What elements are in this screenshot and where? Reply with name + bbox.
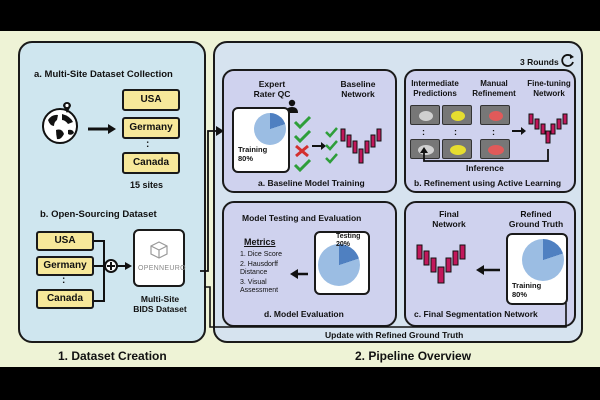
b-site-chip-usa: USA [36, 231, 94, 251]
figure-canvas: a. Multi-Site Dataset Collection USA Ger… [0, 31, 600, 367]
b-site-ellipsis: : [62, 275, 66, 286]
refined-training-pie [522, 239, 564, 281]
rounds-label: 3 Rounds [520, 57, 559, 67]
baseline-network-icon [340, 128, 382, 164]
scan-thumb-5 [442, 139, 472, 159]
metric-2: 2. Hausdorff Distance [240, 261, 279, 276]
evaluation-caption: d. Model Evaluation [264, 309, 344, 319]
refine-arrow-icon [512, 127, 526, 135]
thumb-ellipsis-1: : [422, 127, 425, 137]
metric-1: 1. Dice Score [240, 251, 283, 258]
intermediate-predictions-label: Intermediate Predictions [411, 79, 459, 98]
b-site-chip-canada: Canada [36, 289, 94, 309]
update-loop-arrow [204, 286, 567, 328]
scan-thumb-1 [410, 105, 440, 125]
evaluation-arrow-icon [290, 269, 308, 279]
metric-3: 3. Visual Assessment [240, 279, 279, 294]
bids-dataset-label: Multi-Site BIDS Dataset [133, 294, 187, 314]
globe-icon [42, 108, 78, 144]
refined-pie-label: Training 80% [512, 281, 542, 299]
finetuning-network-icon [528, 113, 568, 144]
evaluation-title: Model Testing and Evaluation [242, 213, 362, 223]
testing-pie [318, 244, 360, 286]
final-arrow-icon [476, 265, 500, 275]
scan-thumb-3 [480, 105, 510, 125]
section1-title: 1. Dataset Creation [58, 349, 167, 363]
active-learning-caption: b. Refinement using Active Learning [414, 178, 562, 188]
site-chip-canada: Canada [122, 152, 180, 174]
training-pie [254, 113, 286, 145]
refined-ground-truth-label: Refined Ground Truth [508, 209, 564, 229]
manual-refinement-label: Manual Refinement [472, 79, 516, 98]
sites-count: 15 sites [130, 180, 164, 190]
thumb-ellipsis-2: : [454, 127, 457, 137]
update-label: Update with Refined Ground Truth [325, 330, 464, 340]
training-pie-label: Training 80% [238, 145, 268, 163]
qc-arrow-icon [312, 142, 326, 150]
expert-qc-label: Expert Rater QC [253, 79, 291, 99]
final-segmentation-caption: c. Final Segmentation Network [414, 309, 538, 319]
scan-thumb-2 [442, 105, 472, 125]
openneuro-cube-icon [150, 241, 168, 259]
baseline-network-label: Baseline Network [340, 79, 376, 99]
final-network-label: Final Network [432, 209, 466, 229]
section2-title: 2. Pipeline Overview [355, 349, 472, 363]
inference-label: Inference [466, 163, 504, 173]
rounds-loop-icon [561, 54, 574, 67]
site-chip-usa: USA [122, 89, 180, 111]
final-network-icon [416, 244, 466, 284]
thumb-ellipsis-3: : [492, 127, 495, 137]
merge-connector [94, 240, 132, 302]
section-a-title: a. Multi-Site Dataset Collection [34, 69, 173, 80]
site-ellipsis: : [146, 139, 150, 150]
b-site-chip-germany: Germany [36, 256, 94, 276]
qc-check-icons [293, 115, 312, 173]
globe-pin-icon [63, 102, 71, 113]
inference-loop-arrow [420, 147, 549, 162]
dataset-to-pipeline-arrow [200, 126, 224, 272]
scan-thumb-6 [480, 139, 510, 159]
right-arrow-icon [88, 124, 116, 134]
testing-pie-label: Testing 20% [336, 233, 361, 248]
site-chip-germany: Germany [122, 117, 180, 139]
openneuro-logo-text: OPENNEURO [138, 265, 186, 272]
baseline-caption: a. Baseline Model Training [258, 178, 365, 188]
section-b-title: b. Open-Sourcing Dataset [40, 209, 157, 220]
check-mini-icons [325, 127, 338, 164]
finetuning-network-label: Fine-tuning Network [527, 79, 571, 98]
metrics-title: Metrics [244, 237, 276, 247]
